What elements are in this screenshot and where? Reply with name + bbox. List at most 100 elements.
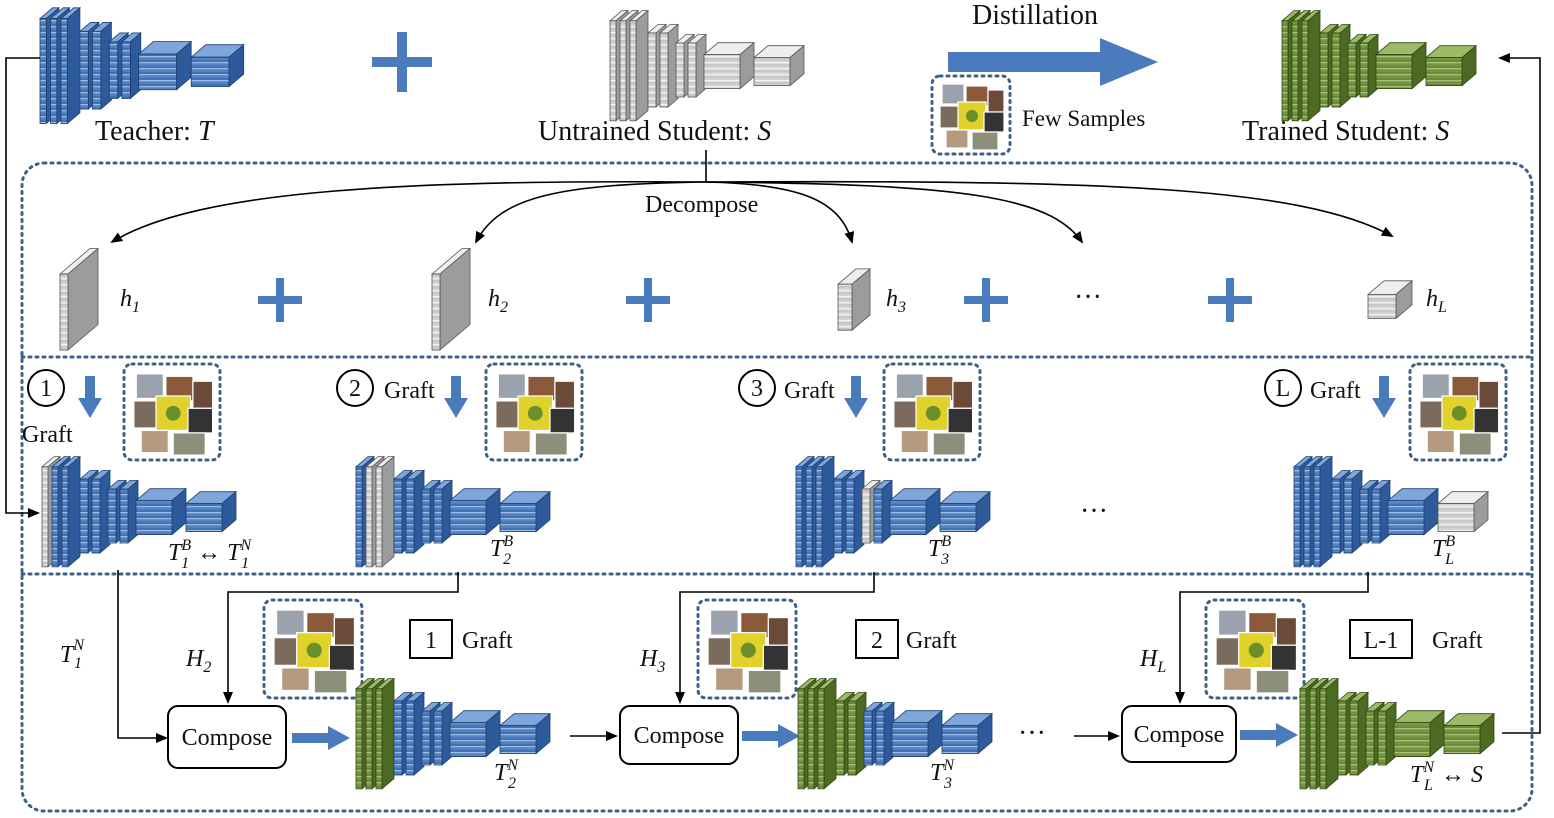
plus-icon [626, 278, 670, 322]
graft-down-arrow-icon [1372, 376, 1396, 418]
compose-box [619, 705, 739, 765]
composed-net-layer [404, 691, 426, 776]
sub: 1 [74, 655, 82, 672]
graft-count-box [409, 619, 453, 659]
composed-net-layer [1392, 709, 1446, 758]
graft-label: Graft [1432, 628, 1483, 654]
sub: 3 [943, 775, 952, 792]
composed-net-layer [940, 712, 994, 755]
student-layer [702, 41, 756, 90]
distillation-label: Distillation [972, 0, 1098, 31]
graft-down-arrow-icon [78, 376, 102, 418]
block-label-2: h2 [488, 286, 508, 316]
step-circle [27, 369, 65, 407]
input-wire [117, 570, 168, 743]
graft-label: Graft [462, 628, 513, 654]
graft-net-layer [118, 479, 140, 544]
compose-box [167, 705, 287, 769]
teacher-feed-wire [5, 57, 40, 518]
sub: L [1444, 551, 1454, 568]
few-samples-icon [484, 362, 584, 462]
teacher-label: Teacher: T [95, 116, 216, 147]
teacher-layer [137, 40, 193, 91]
graft-label: Graft [384, 378, 435, 404]
block-label-sub: 3 [897, 299, 906, 316]
graft-net-layer [1312, 455, 1334, 568]
graft-net-layer [872, 479, 894, 544]
step-circle-label: 1 [40, 376, 52, 402]
graft-net-layer [1342, 469, 1364, 554]
graft-net-layer [814, 455, 836, 568]
h-label: H2 [185, 646, 211, 676]
block-label-4: hL [1426, 286, 1447, 316]
sup: N [240, 537, 253, 554]
composed-net-layer [448, 709, 502, 758]
compose-label: Compose [182, 725, 273, 751]
trained-layer [1330, 23, 1352, 108]
step-circle [738, 369, 776, 407]
few-samples-icon [696, 598, 798, 700]
decompose-arrow-h1 [110, 180, 707, 244]
graft-net-layer [374, 455, 396, 568]
plus-icon [258, 278, 302, 322]
composed-net-layer [890, 709, 944, 758]
student-layer [752, 44, 806, 87]
h-label: HL [1139, 646, 1166, 676]
graft-count: L-1 [1364, 628, 1399, 654]
graft-ellipsis: ··· [1080, 496, 1108, 527]
compose-ellipsis: ··· [1018, 718, 1046, 749]
graft-net-layer [1436, 490, 1490, 533]
decompose-label: Decompose [645, 192, 758, 218]
graft-net-layer [1370, 479, 1392, 544]
distillation-arrow-icon [948, 38, 1158, 86]
decomposed-block-4 [1366, 279, 1414, 320]
plus-icon [1208, 278, 1252, 322]
compose-out-arrow-icon [742, 724, 800, 748]
step-circle [336, 369, 374, 407]
sup: B [181, 537, 191, 554]
graft-down-arrow-icon [844, 376, 868, 418]
extra: ↔ S [1441, 762, 1483, 788]
trained-layer [1374, 41, 1428, 90]
teacher-network [38, 6, 245, 125]
few-samples-icon [1204, 598, 1306, 700]
composed-net-layer [1318, 677, 1340, 790]
graft-net-layer [432, 479, 454, 544]
trained-layer [1424, 44, 1478, 87]
step-circle-label: 3 [751, 376, 763, 402]
sub: 2 [203, 659, 211, 676]
composed-net-layer [846, 691, 868, 776]
few-samples-icon [262, 598, 364, 700]
block-label-3: h3 [886, 286, 906, 316]
compose-label: Compose [634, 723, 725, 749]
graft-net-layer [60, 455, 82, 568]
trained-layer [1300, 9, 1322, 122]
step-circle [1264, 369, 1302, 407]
decomposed-block-3 [836, 268, 872, 332]
graft-down-arrow-icon [444, 376, 468, 418]
compose-out-arrow-icon [1240, 723, 1298, 747]
decomposed-block-1 [58, 247, 100, 351]
block-label-sub: 1 [132, 299, 140, 316]
sup: B [503, 533, 513, 550]
graft-net-layer [404, 469, 426, 554]
graft-label: Graft [906, 628, 957, 654]
trained-student-label: Trained Student: S [1242, 116, 1449, 147]
student-layer [686, 33, 708, 98]
graft-count-box [1349, 619, 1413, 659]
step-circle-label: L [1276, 376, 1291, 402]
composed-net-layer [1348, 691, 1370, 776]
graft-count: 1 [425, 628, 437, 654]
teacher-layer [91, 21, 113, 110]
graft-net-layer [90, 469, 112, 554]
